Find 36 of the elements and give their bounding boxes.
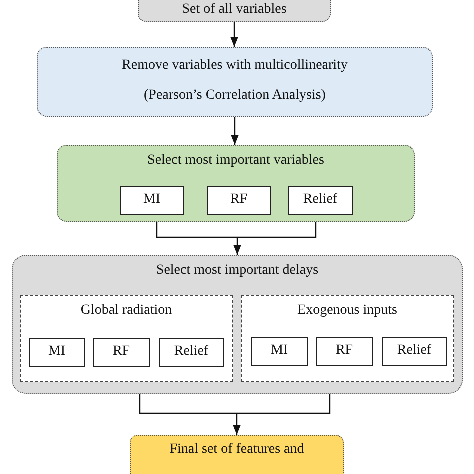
process-box <box>37 47 433 117</box>
method-box <box>251 337 308 366</box>
method-box <box>382 337 447 366</box>
method-box <box>159 338 224 367</box>
group-box <box>12 255 463 394</box>
method-box <box>288 186 353 215</box>
group-box <box>20 295 233 382</box>
box-title: Select most important variables <box>146 153 326 169</box>
box-title: Exogenous inputs <box>296 303 398 319</box>
method-label: RF <box>334 343 354 359</box>
box-title: Final set of features and <box>168 442 306 458</box>
box-title: Remove variables with multicollinearity <box>121 58 349 74</box>
method-label: Relief <box>396 343 433 359</box>
method-box <box>120 186 184 215</box>
method-box <box>29 338 85 367</box>
method-box <box>207 186 271 215</box>
box-title: Set of all variables <box>181 2 288 18</box>
method-label: RF <box>229 192 249 208</box>
box-title: Global radiation <box>80 303 174 319</box>
method-label: Relief <box>173 344 210 360</box>
method-label: Relief <box>302 192 339 208</box>
box-subtitle: (Pearson’s Correlation Analysis) <box>143 88 327 104</box>
method-box <box>316 337 373 366</box>
group-box <box>241 295 454 382</box>
box-title: Select most important delays <box>155 263 320 279</box>
method-label: MI <box>142 192 162 208</box>
arrow <box>156 221 317 256</box>
arrow <box>231 117 239 145</box>
process-box <box>57 145 415 222</box>
method-label: MI <box>47 344 67 360</box>
method-label: MI <box>270 343 290 359</box>
process-box <box>138 0 331 22</box>
arrow <box>230 22 238 47</box>
arrow <box>139 393 331 436</box>
method-box <box>93 338 150 367</box>
method-label: RF <box>112 344 132 360</box>
